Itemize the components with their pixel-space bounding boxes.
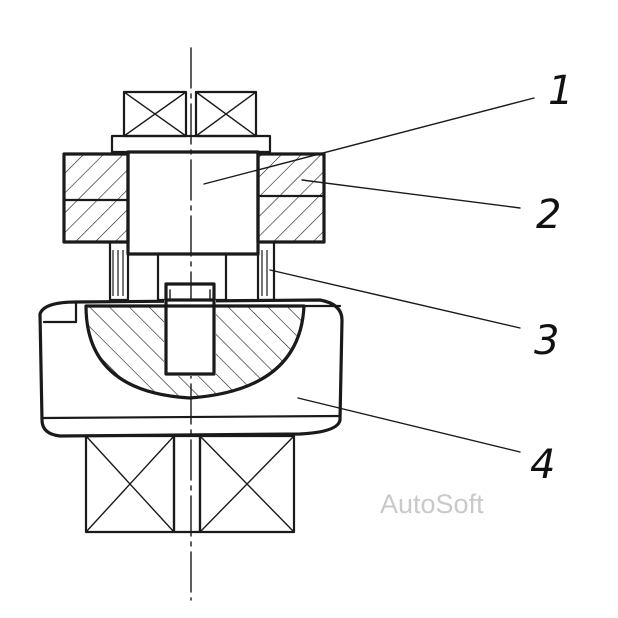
- callout-number-4: 4: [530, 442, 555, 488]
- leader-line-4: [297, 397, 521, 453]
- flange-right: [256, 152, 326, 244]
- callout-number-2: 2: [536, 192, 561, 238]
- leader-line-3: [269, 269, 521, 329]
- sleeve: [108, 240, 276, 302]
- watermark-autosoft: AutoSoft: [380, 489, 484, 519]
- top-nut: [122, 90, 258, 138]
- flange-left: [62, 152, 130, 244]
- hatched-bowl: [84, 298, 306, 400]
- base-plate: [38, 298, 344, 438]
- bottom-nut: [84, 434, 296, 534]
- leader-line-2: [301, 179, 521, 209]
- callout-number-1: 1: [548, 68, 573, 114]
- pin-body: [126, 150, 260, 256]
- leader-line-1: [203, 97, 535, 185]
- callout-number-3: 3: [534, 318, 559, 364]
